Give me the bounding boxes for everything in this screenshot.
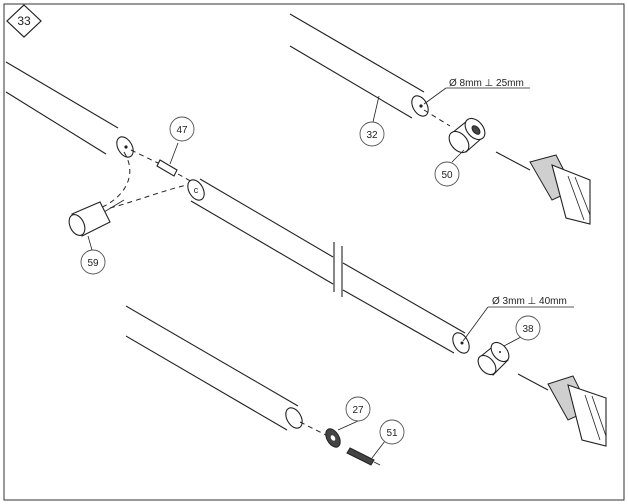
cap-38 bbox=[477, 341, 510, 376]
rod-32 bbox=[289, 13, 451, 127]
screw-51 bbox=[346, 447, 381, 466]
step-badge: 33 bbox=[6, 4, 42, 38]
callout-27-label: 27 bbox=[352, 405, 364, 416]
rod-upper-left bbox=[5, 61, 134, 158]
callout-51: 51 bbox=[379, 419, 405, 445]
rod-lower-left bbox=[125, 305, 329, 437]
glue-bottle-59 bbox=[68, 151, 193, 251]
rod-middle: c bbox=[187, 178, 470, 354]
callout-59-label: 59 bbox=[87, 258, 99, 269]
callout-47: 47 bbox=[169, 116, 195, 142]
drill-upper bbox=[495, 151, 591, 225]
callout-32-label: 32 bbox=[366, 130, 378, 141]
drill-lower bbox=[517, 373, 607, 447]
dowel-47 bbox=[130, 142, 195, 184]
callout-50: 50 bbox=[434, 161, 460, 187]
lower-hole-dimension: Ø 3mm ⊥ 40mm bbox=[492, 296, 567, 307]
callout-27: 27 bbox=[345, 396, 371, 422]
callout-38: 38 bbox=[515, 315, 541, 341]
callout-50-label: 50 bbox=[441, 170, 453, 181]
washer-27 bbox=[325, 428, 341, 448]
callout-51-label: 51 bbox=[386, 428, 398, 439]
cap-50 bbox=[448, 117, 486, 154]
callout-38-label: 38 bbox=[522, 324, 534, 335]
dimension-upper: Ø 8mm ⊥ 25mm bbox=[423, 78, 530, 105]
callout-47-label: 47 bbox=[176, 125, 188, 136]
callout-59: 59 bbox=[80, 249, 106, 275]
dimension-lower: Ø 3mm ⊥ 40mm bbox=[462, 296, 574, 342]
step-number: 33 bbox=[17, 14, 31, 28]
callout-32: 32 bbox=[359, 121, 385, 147]
c-marker: c bbox=[194, 185, 199, 195]
leader-lines bbox=[337, 95, 522, 459]
diagram-border bbox=[3, 3, 625, 501]
upper-hole-dimension: Ø 8mm ⊥ 25mm bbox=[449, 78, 524, 89]
